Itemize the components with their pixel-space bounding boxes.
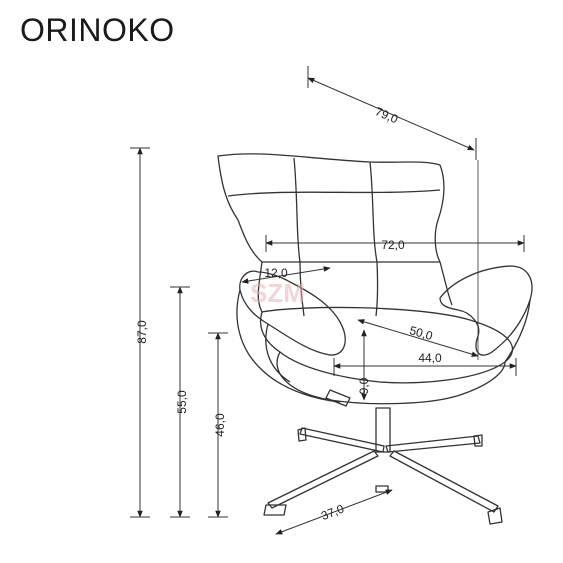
watermark-logo: SZM <box>250 278 305 308</box>
label-seat-height: 46,0 <box>213 413 227 437</box>
label-depth-total: 79,0 <box>373 104 400 126</box>
product-title: ORINOKO <box>20 12 175 48</box>
dim-line-base-span <box>275 489 393 535</box>
chair-outline <box>217 153 533 525</box>
label-seat-depth: 50,0 <box>408 323 435 343</box>
label-arm-height: 55,0 <box>175 390 189 414</box>
label-seat-width: 44,0 <box>418 351 442 365</box>
label-height-total: 87,0 <box>135 320 149 344</box>
dim-line-arm-width <box>241 266 331 284</box>
label-arm-width: 12,0 <box>264 266 288 280</box>
dim-line-seat-depth <box>357 319 479 357</box>
label-width-arms: 72,0 <box>381 238 405 252</box>
right-armrest <box>439 265 533 356</box>
label-base-span: 37,0 <box>319 501 346 523</box>
seat <box>259 306 514 384</box>
base <box>263 427 503 525</box>
dim-line-depth-total <box>307 77 475 151</box>
backrest <box>217 153 445 263</box>
label-seat-cushion: 9,0 <box>357 377 371 394</box>
